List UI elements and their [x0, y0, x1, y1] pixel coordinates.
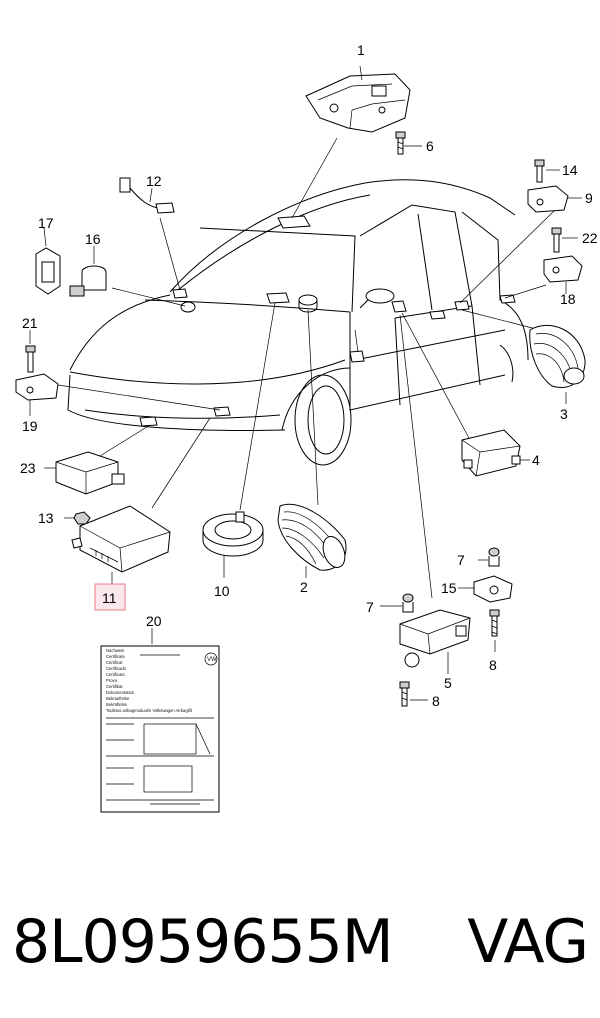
callout-18: 18	[560, 291, 576, 307]
leader-lines	[57, 137, 556, 599]
part-20-certificate: VW Nachweis Certificate Certificat Certi…	[100, 628, 220, 813]
part-7-clip-left	[380, 593, 414, 613]
callout-22: 22	[582, 230, 598, 246]
callout-14: 14	[562, 162, 578, 178]
callout-6: 6	[426, 138, 434, 154]
part-number: 8L0959655M	[12, 907, 394, 977]
callout-8a: 8	[489, 657, 497, 673]
callout-3: 3	[560, 406, 568, 422]
part-11-airbag-control-unit	[71, 505, 171, 584]
part-5-sensor	[399, 609, 471, 674]
part-1-passenger-airbag	[305, 65, 411, 133]
cert-line-2: Certificate	[106, 654, 126, 659]
callout-7b: 7	[366, 599, 374, 615]
callout-5: 5	[444, 675, 452, 691]
cert-line-7: Certifikat	[106, 684, 123, 689]
part-8-screw-left	[399, 681, 428, 707]
callout-8b: 8	[432, 693, 440, 709]
callout-10: 10	[214, 583, 230, 599]
callout-13: 13	[38, 510, 54, 526]
part-4-sensor	[461, 429, 530, 477]
part-12-sensor-harness	[119, 177, 175, 214]
cert-line-4: Certificado	[106, 666, 127, 671]
cert-line-8: Dokumentation	[106, 690, 135, 695]
callout-21: 21	[22, 315, 38, 331]
cert-line-3: Certificat	[106, 660, 123, 665]
caption-bar: 8L0959655M VAG	[0, 892, 600, 992]
part-21-bolt	[25, 330, 36, 373]
part-10-clock-spring	[202, 511, 264, 578]
part-18-sensor	[543, 255, 583, 294]
callout-4: 4	[532, 452, 540, 468]
part-9-sensor	[527, 185, 582, 213]
callout-15: 15	[441, 580, 457, 596]
part-3-bellows	[529, 325, 586, 404]
callout-11: 11	[102, 590, 117, 606]
cert-line-9: Bekraeftelse	[106, 696, 130, 701]
callout-20: 20	[146, 613, 162, 629]
car-outline	[67, 179, 529, 466]
part-23-control-unit	[44, 451, 125, 495]
callout-7a: 7	[457, 552, 465, 568]
cert-line-11: Todistus airbagmoduulin Volkswagen Airba…	[106, 708, 193, 713]
callout-2: 2	[300, 579, 308, 595]
callout-23: 23	[20, 460, 36, 476]
cert-line-10: Bekräftelse	[106, 702, 128, 707]
callout-16: 16	[85, 231, 101, 247]
part-7-clip-right	[478, 547, 500, 567]
part-11-highlight-box	[94, 583, 126, 611]
part-16-connector	[69, 246, 107, 297]
car-mount-markers	[139, 215, 516, 427]
part-14-bolt	[534, 159, 560, 183]
part-8-screw-right	[489, 609, 500, 652]
part-15-bracket	[458, 575, 513, 603]
callout-numbers: 1 2 3 4 5 6 7 7 8 8 9 10 11 12 13 14 15 …	[20, 42, 598, 709]
vw-logo-mark: VW	[207, 657, 217, 663]
airbag-parts-diagram: VW Nachweis Certificate Certificat Certi…	[15, 42, 598, 813]
cert-line-1: Nachweis	[106, 648, 124, 653]
callout-12: 12	[146, 173, 162, 189]
part-6-screw	[395, 131, 422, 155]
callout-19: 19	[22, 418, 38, 434]
brand-label: VAG	[467, 907, 589, 977]
callout-1: 1	[357, 42, 365, 58]
part-22-bolt	[551, 227, 578, 253]
callout-9: 9	[585, 190, 593, 206]
part-13-nut	[64, 511, 91, 525]
cert-line-5: Certificato	[106, 672, 126, 677]
callout-17: 17	[38, 215, 54, 231]
cert-line-6: Prova	[106, 678, 118, 683]
part-2-bellows	[277, 503, 347, 578]
part-17-bracket	[35, 227, 61, 295]
part-19-crash-sensor	[15, 373, 59, 416]
